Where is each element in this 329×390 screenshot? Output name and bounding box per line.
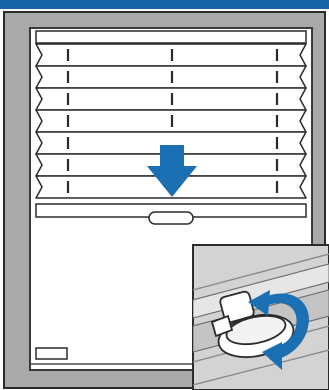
header-band <box>0 0 329 9</box>
blind-head-rail <box>35 30 307 44</box>
arrow-down-icon <box>147 145 197 197</box>
pleated-fabric <box>35 43 307 199</box>
rotate-clockwise-icon <box>248 290 309 370</box>
detail-inset <box>192 244 329 390</box>
window-latch <box>35 347 68 360</box>
bottom-rail-handle <box>148 211 194 225</box>
